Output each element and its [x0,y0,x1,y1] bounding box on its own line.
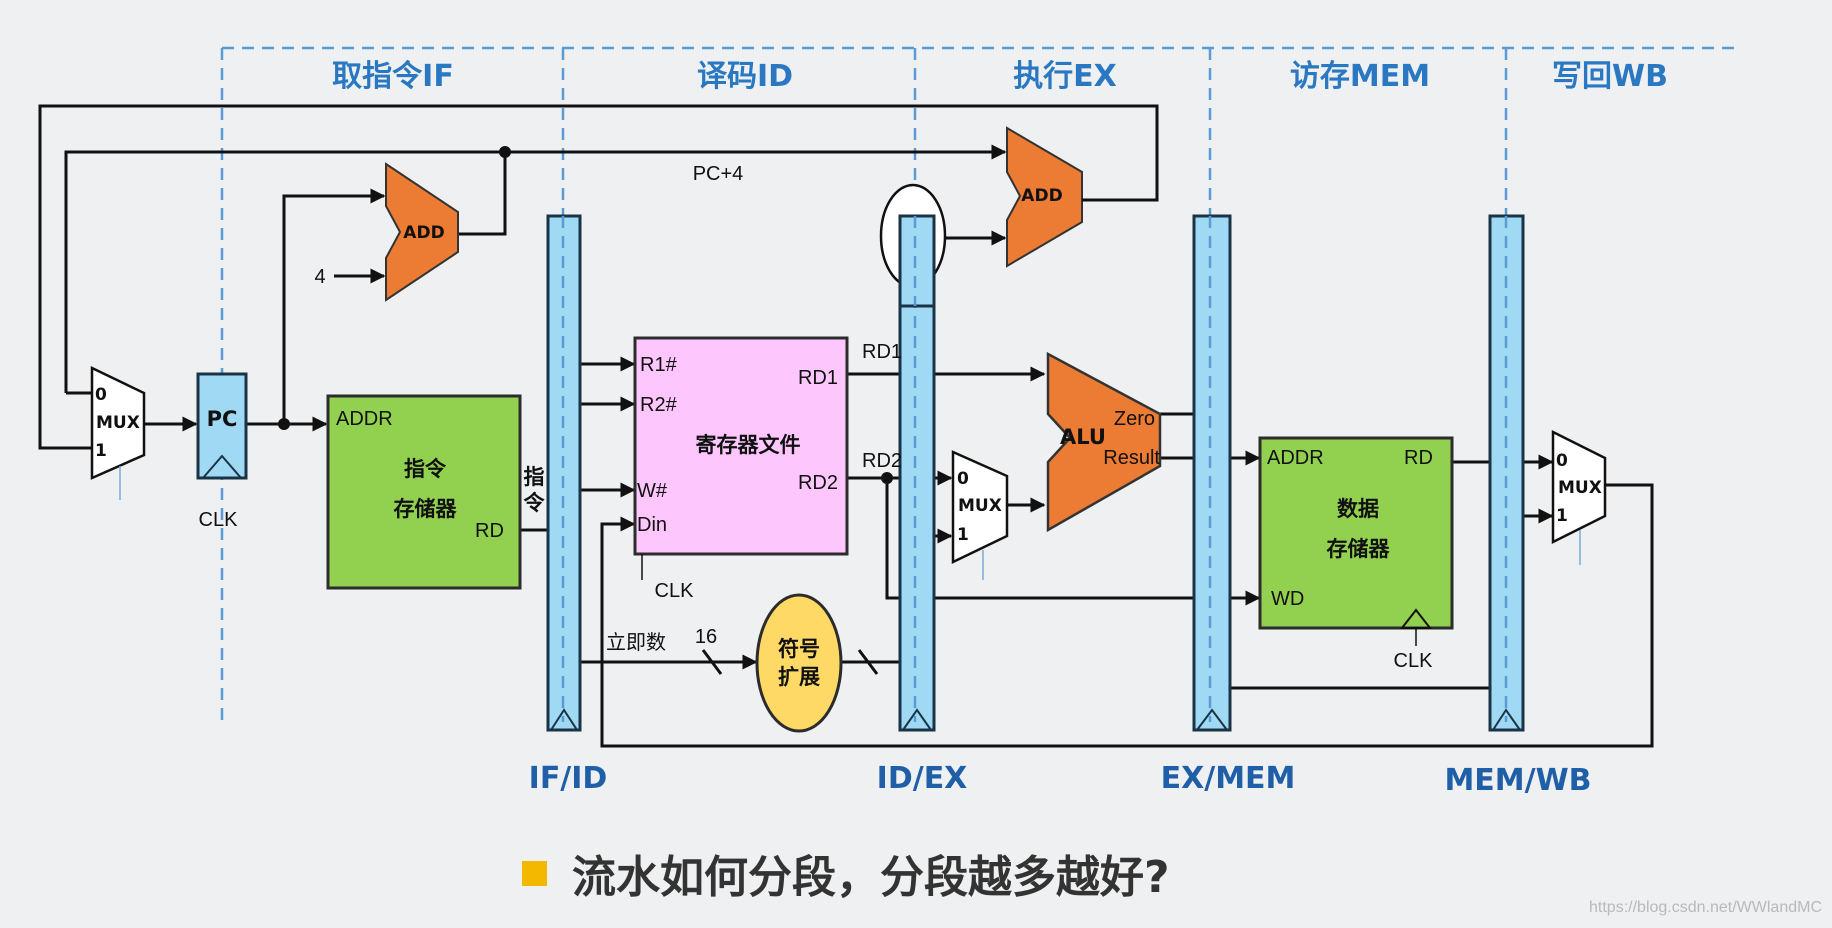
pc-adder-output-wire [458,152,507,236]
wb-mux-in1: 1 [1556,506,1568,526]
junction-dot-pc [278,418,290,430]
rf-name: 寄存器文件 [696,433,801,457]
latch-label-mem-wb: MEM/WB [1444,763,1591,798]
alu-zero-label: Zero [1114,408,1155,430]
sext-label-1: 符号 [778,637,820,661]
wb-mux-label: MUX [1558,478,1602,498]
pc-adder: ADD 4 [314,162,459,302]
rf-r1-label: R1# [640,354,678,376]
bullet-icon [522,861,547,886]
latch-label-if-id: IF/ID [529,761,608,796]
instruction-label-2: 令 [524,491,546,515]
rf-din-label: Din [637,514,667,536]
latch-mem-wb [1488,214,1525,732]
rd2-down-wire [885,478,900,600]
dmem-rd-label: RD [1404,447,1433,469]
rf-rd1-label: RD1 [798,367,838,389]
latch-if-id [546,214,582,732]
imem-name-line2: 存储器 [394,497,458,521]
pc-to-adder-wire [282,188,386,424]
pc-mux-in0: 0 [95,385,107,405]
bus-rd2-label: RD2 [862,450,902,472]
pc-plus4-feedback-wire [64,150,505,393]
stage-title-ex: 执行EX [1013,59,1117,94]
stage-title-id: 译码ID [697,59,793,94]
dmem-wd-label: WD [1271,588,1304,610]
junction-dot-pcplus4 [499,146,511,158]
wb-mux-in0: 0 [1556,451,1568,471]
latch-id-ex-overlay [898,214,936,308]
wb-mux: 0 MUX 1 [1551,429,1607,565]
pc-mux-in1: 1 [95,441,107,461]
alu: ALU Zero Result [1046,351,1162,533]
stage-title-mem: 访存MEM [1290,59,1430,94]
rf-r2-label: R2# [640,394,678,416]
rf-rd2-label: RD2 [798,472,838,494]
branch-adder-label: ADD [1021,186,1062,206]
pc-register: PC CLK [196,372,248,531]
alu-label: ALU [1060,425,1106,449]
imem-rd-label: RD [475,520,504,542]
instruction-label-1: 指 [524,465,545,489]
latch-ex-mem [1192,214,1232,732]
pc-plus4-label: PC+4 [693,163,744,185]
junction-dot-rd2 [881,472,893,484]
dmem-name-line1: 数据 [1337,497,1379,521]
sext-label-2: 扩展 [778,665,820,689]
stage-title-if: 取指令IF [332,59,454,94]
immediate-label: 立即数 [606,631,666,654]
data-memory: ADDR RD 数据 存储器 WD CLK [1258,436,1454,672]
sext-bus-slash [857,649,879,675]
imem-name-line1: 指令 [404,457,447,481]
pc-label: PC [207,407,238,431]
dmem-addr-label: ADDR [1267,447,1324,469]
watermark: https://blog.csdn.net/WWlandMC [1589,899,1822,916]
pc-mux-label: MUX [96,413,140,433]
rf-clk-label: CLK [655,580,695,602]
pc-clk-label: CLK [199,509,239,531]
const-4-label: 4 [314,266,325,288]
dmem-clk-label: CLK [1394,650,1434,672]
imm-bus-slash [701,649,723,675]
pc-adder-label: ADD [403,223,444,243]
bus-rd1-label: RD1 [862,341,902,363]
stage-title-wb: 写回WB [1552,59,1668,94]
branch-adder: ADD [1006,126,1083,268]
imem-addr-label: ADDR [336,408,393,430]
pc-mux: 0 MUX 1 [90,366,146,500]
ex-mux-label: MUX [958,496,1002,516]
ex-mux: 0 MUX 1 [951,450,1009,580]
register-file: R1# R2# W# Din 寄存器文件 RD1 RD2 CLK [633,336,849,602]
ex-mux-in1: 1 [957,525,969,545]
ex-mux-in0: 0 [957,469,969,489]
alu-result-label: Result [1103,447,1160,469]
question-text: 流水如何分段，分段越多越好? [572,852,1170,903]
instruction-memory: ADDR 指令 存储器 RD [326,394,522,590]
latch-label-id-ex: ID/EX [877,761,968,796]
dmem-name-line2: 存储器 [1327,537,1391,561]
sign-extend-unit: 符号 扩展 [755,593,843,733]
rf-w-label: W# [637,480,668,502]
immediate-bits-label: 16 [695,626,717,648]
latch-label-ex-mem: EX/MEM [1161,761,1296,796]
